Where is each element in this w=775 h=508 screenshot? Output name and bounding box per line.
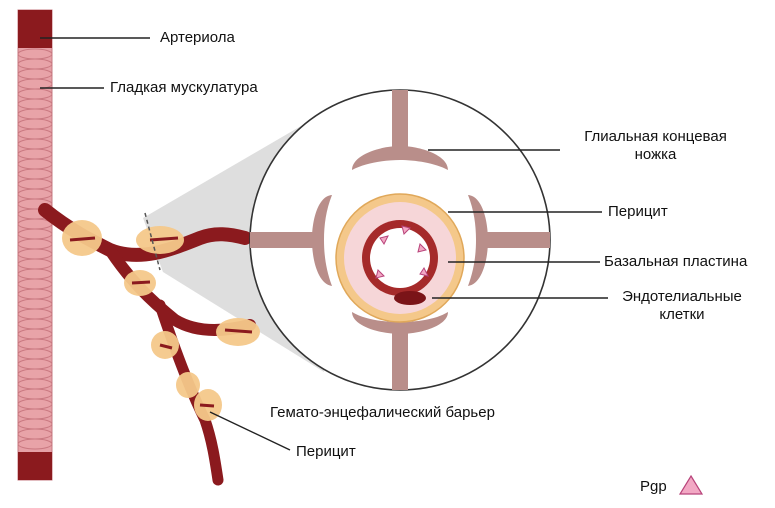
muscle-ring — [18, 289, 52, 299]
muscle-ring — [18, 229, 52, 239]
muscle-ring — [18, 419, 52, 429]
muscle-ring — [18, 219, 52, 229]
muscle-ring — [18, 409, 52, 419]
muscle-ring — [18, 99, 52, 109]
muscle-ring — [18, 159, 52, 169]
label-glial-endfoot-line1: Глиальная концевая — [563, 128, 748, 146]
cross-section-detail — [250, 90, 550, 390]
muscle-ring — [18, 389, 52, 399]
muscle-ring — [18, 239, 52, 249]
muscle-ring — [18, 119, 52, 129]
arteriole-trunk — [18, 10, 52, 480]
muscle-ring — [18, 149, 52, 159]
muscle-ring — [18, 279, 52, 289]
muscle-ring — [18, 439, 52, 449]
muscle-ring — [18, 269, 52, 279]
muscle-ring — [18, 179, 52, 189]
label-pericyte-zoom: Перицит — [608, 203, 668, 221]
muscle-ring — [18, 129, 52, 139]
muscle-ring — [18, 249, 52, 259]
muscle-ring — [18, 189, 52, 199]
muscle-ring — [18, 429, 52, 439]
muscle-ring — [18, 319, 52, 329]
label-glial-endfoot-line2: ножка — [563, 146, 748, 164]
label-endothelial: Эндотелиальные клетки — [612, 288, 752, 324]
label-bbb: Гемато-энцефалический барьер — [270, 404, 495, 422]
label-smooth-muscle: Гладкая мускулатура — [110, 79, 258, 97]
muscle-ring — [18, 69, 52, 79]
muscle-ring — [18, 359, 52, 369]
pgp-icon — [680, 476, 702, 494]
label-arteriole: Артериола — [160, 29, 235, 47]
muscle-ring — [18, 169, 52, 179]
muscle-ring — [18, 369, 52, 379]
muscle-ring — [18, 59, 52, 69]
label-glial-endfoot: Глиальная концевая ножка — [563, 128, 748, 164]
label-pgp: Pgp — [640, 478, 667, 496]
muscle-ring — [18, 349, 52, 359]
muscle-ring — [18, 109, 52, 119]
muscle-ring — [18, 299, 52, 309]
muscle-ring — [18, 89, 52, 99]
label-endothelial-line1: Эндотелиальные — [612, 288, 752, 306]
muscle-ring — [18, 259, 52, 269]
muscle-ring — [18, 329, 52, 339]
label-basal-lamina: Базальная пластина — [604, 253, 747, 271]
muscle-ring — [18, 379, 52, 389]
muscle-ring — [18, 339, 52, 349]
label-endothelial-line2: клетки — [612, 306, 752, 324]
muscle-ring — [18, 139, 52, 149]
label-pericyte-vessel: Перицит — [296, 443, 356, 461]
muscle-ring — [18, 309, 52, 319]
muscle-ring — [18, 49, 52, 59]
muscle-ring — [18, 399, 52, 409]
